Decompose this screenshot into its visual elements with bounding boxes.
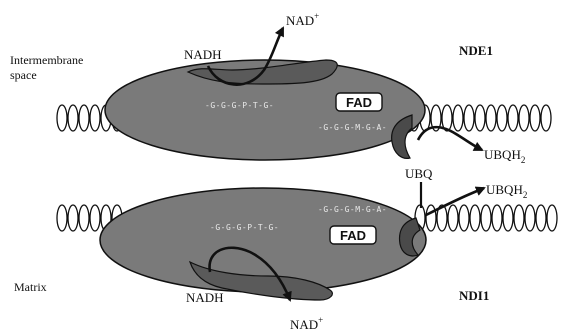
membrane-bead [547,205,557,231]
membrane-bead [459,205,469,231]
ndi1-enzyme: FAD -G-G-G-P-T-G- -G-G-G-M-G-A- [100,188,426,300]
ndi1-nad-sup: + [318,315,323,325]
membrane-bead [68,105,78,131]
membrane-bead [530,105,540,131]
membrane-bead [68,205,78,231]
nde1-ubqh2-label: UBQH2 [484,147,525,165]
nde1-fad-label: FAD [346,95,372,110]
ndi1-ubqh2-sub: 2 [523,190,528,200]
membrane-bead [503,205,513,231]
membrane-bead [475,105,485,131]
nde1-ubqh2-arrow [418,127,482,150]
membrane-bead [541,105,551,131]
membrane-bead [470,205,480,231]
membrane-bead [426,205,436,231]
ndi1-seq-left: -G-G-G-P-T-G- [210,223,279,232]
ndi1-seq-right: -G-G-G-M-G-A- [318,205,387,214]
ndi1-nad-base: NAD [290,317,318,332]
membrane-bead [492,205,502,231]
membrane-bead [481,205,491,231]
membrane-bead [525,205,535,231]
membrane-bead [519,105,529,131]
ndi1-ubqh2-label: UBQH2 [486,182,527,200]
membrane-bead [57,205,67,231]
membrane-bead [486,105,496,131]
ndi1-nadh-label: NADH [186,290,224,305]
nde1-nad-base: NAD [286,13,314,28]
membrane-bead [90,205,100,231]
intermembrane-label-line1: Intermembrane [10,53,83,67]
intermembrane-label-line2: space [10,68,37,82]
ndi1-nad-label: NAD+ [290,315,323,332]
membrane-bead [514,205,524,231]
ndi1-fad-label: FAD [340,228,366,243]
membrane-bead [453,105,463,131]
nde1-label: NDE1 [459,43,493,58]
ndi1-ubqh2-base: UBQH [486,182,523,197]
membrane-bead [508,105,518,131]
nde1-nad-label: NAD+ [286,11,319,28]
membrane-bead [90,105,100,131]
membrane-bead [464,105,474,131]
nde1-seq-left: -G-G-G-P-T-G- [205,101,274,110]
nde1-nad-sup: + [314,11,319,21]
matrix-label: Matrix [14,280,47,294]
membrane-bead [57,105,67,131]
nde1-ubqh2-sub: 2 [521,155,526,165]
membrane-bead [497,105,507,131]
membrane-bead [536,205,546,231]
membrane-bead [79,105,89,131]
membrane-bead [79,205,89,231]
ndi1-label: NDI1 [459,288,489,303]
nde1-enzyme: FAD -G-G-G-P-T-G- -G-G-G-M-G-A- [105,60,425,160]
ubq-label: UBQ [405,166,433,181]
membrane-bead [448,205,458,231]
nde1-ubqh2-base: UBQH [484,147,521,162]
nde1-nadh-label: NADH [184,47,222,62]
nde1-seq-right: -G-G-G-M-G-A- [318,123,387,132]
